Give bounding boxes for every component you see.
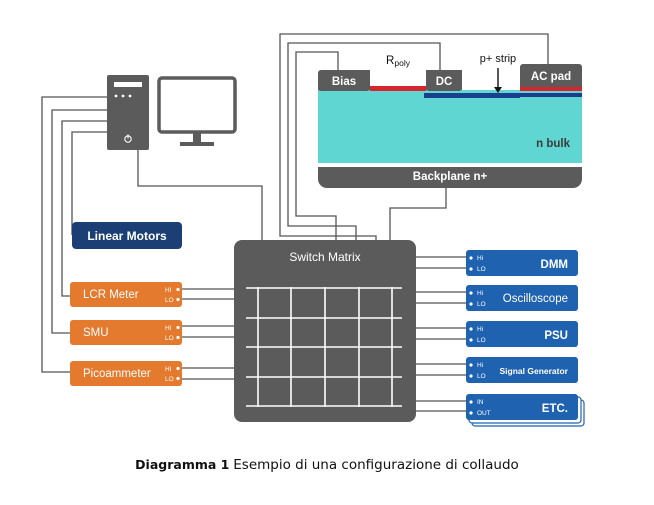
- hi-label: HI: [165, 287, 172, 294]
- ac-pad-metal-blue: [520, 93, 582, 97]
- ac-pad-label: AC pad: [531, 71, 571, 83]
- instrument-psu: Hi LO PSU: [466, 321, 578, 347]
- instrument-name: DMM: [541, 259, 568, 271]
- instrument-signal-generator: Hi LO Signal Generator: [466, 357, 578, 383]
- ac-pad: [520, 64, 582, 87]
- power-button-icon: [124, 134, 132, 143]
- computer-tower-icon: [107, 75, 149, 150]
- port-lo-label: LO: [477, 373, 486, 380]
- instrument-picoammeter: Picoammeter HI LO: [70, 361, 182, 386]
- lo-label: LO: [165, 335, 174, 342]
- lo-label: LO: [165, 376, 174, 383]
- hi-label: HI: [165, 366, 172, 373]
- port-out-label: OUT: [477, 410, 491, 417]
- switch-matrix-label: Switch Matrix: [289, 250, 360, 264]
- n-bulk-label: n bulk: [536, 138, 570, 150]
- instrument-etc: IN OUT ETC.: [466, 394, 585, 427]
- instrument-name: ETC.: [542, 403, 568, 415]
- linear-motors-box: Linear Motors: [72, 222, 182, 249]
- caption-number: Diagramma 1: [135, 457, 230, 472]
- linear-motors-label: Linear Motors: [87, 229, 167, 243]
- switch-matrix: Switch Matrix: [234, 240, 416, 422]
- instrument-name: Picoammeter: [83, 368, 151, 380]
- dc-pad: [426, 70, 462, 91]
- port-hi-label: Hi: [477, 362, 483, 369]
- switch-matrix-grid: [246, 287, 402, 407]
- instrument-name: Oscilloscope: [503, 293, 568, 305]
- instrument-smu: SMU HI LO: [70, 320, 182, 345]
- caption-text: Esempio di una configurazione di collaud…: [233, 457, 519, 473]
- rpoly-label: Rpoly: [386, 55, 411, 68]
- instrument-name: SMU: [83, 327, 109, 339]
- p-strip: [424, 93, 520, 98]
- instrument-name: Signal Generator: [500, 366, 569, 376]
- lo-label: LO: [165, 297, 174, 304]
- wires: [41, 33, 549, 412]
- ac-pad-metal-red: [520, 86, 582, 91]
- figure-caption: Diagramma 1 Esempio di una configurazion…: [0, 456, 654, 473]
- port-hi-label: Hi: [477, 326, 483, 333]
- port-hi-label: Hi: [477, 290, 483, 297]
- bias-pad: [318, 70, 370, 91]
- port-in-label: IN: [477, 399, 484, 406]
- dc-label: DC: [436, 76, 453, 88]
- port-hi-label: Hi: [477, 255, 483, 262]
- instrument-lcr-meter: LCR Meter HI LO: [70, 282, 182, 307]
- hi-label: HI: [165, 325, 172, 332]
- port-lo-label: LO: [477, 301, 486, 308]
- n-bulk-region: [318, 90, 582, 163]
- p-strip-label: p+ strip: [480, 53, 516, 65]
- computer: [107, 75, 237, 150]
- poly-resistor: [370, 86, 426, 91]
- backplane-label: Backplane n+: [413, 171, 488, 183]
- instrument-name: LCR Meter: [83, 289, 139, 301]
- port-lo-label: LO: [477, 266, 486, 273]
- bias-label: Bias: [332, 76, 356, 88]
- monitor-icon: [157, 76, 237, 146]
- instrument-name: PSU: [544, 330, 568, 342]
- instrument-oscilloscope: Hi LO Oscilloscope: [466, 285, 578, 311]
- port-lo-label: LO: [477, 337, 486, 344]
- sensor-cross-section: Bias DC AC pad Rpoly p+ strip n bulk Bac…: [318, 53, 582, 188]
- instrument-dmm: Hi LO DMM: [466, 250, 578, 276]
